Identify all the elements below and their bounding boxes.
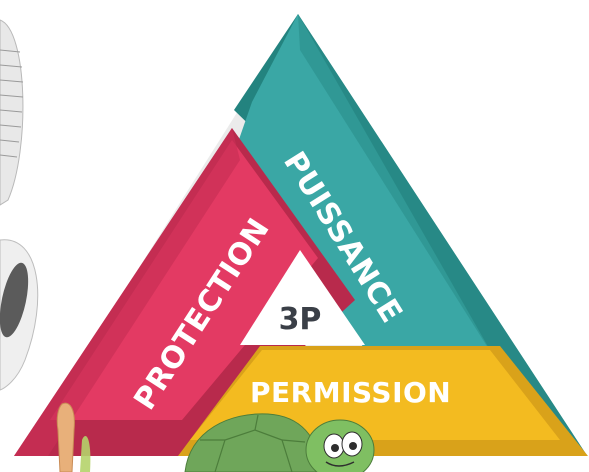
- turtle-illustration: [56, 402, 375, 472]
- left-decoration-illustration: [0, 19, 39, 391]
- side-puissance: [234, 14, 586, 454]
- inner-triangle: [240, 250, 365, 345]
- label-permission: PERMISSION: [250, 376, 451, 409]
- center-label: 3P: [279, 302, 322, 337]
